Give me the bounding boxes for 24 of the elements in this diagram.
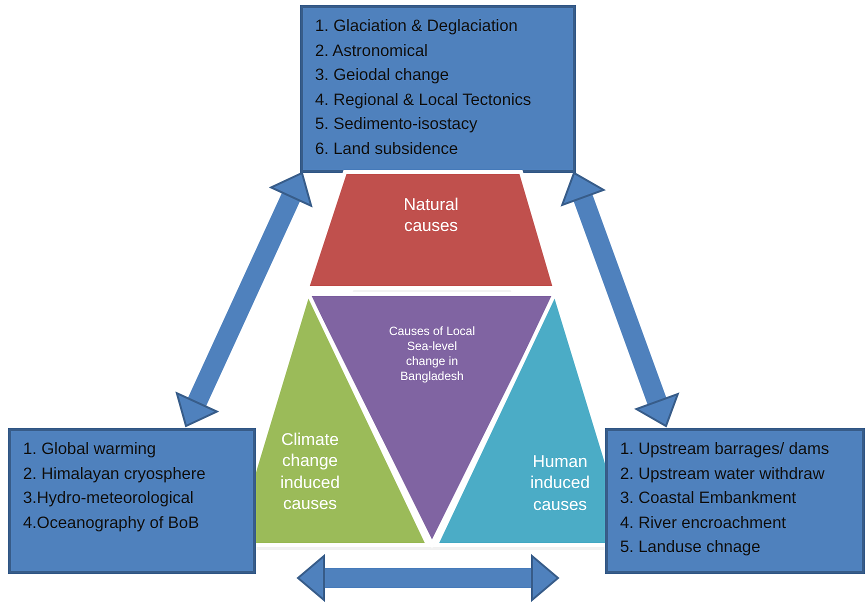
list-item: 5. Sedimento-isostacy — [315, 114, 478, 135]
cause-list-box — [300, 5, 576, 173]
segment-label: Climate change induced causes — [279, 429, 341, 514]
cause-list-box — [605, 428, 865, 574]
list-item: 1. Global warming — [23, 439, 157, 460]
list-item: 2. Upstream water withdraw — [620, 464, 826, 484]
list-item: 3. Geiodal change — [315, 65, 450, 86]
list-item: 2. Himalayan cryosphere — [23, 464, 206, 484]
double-arrow — [297, 555, 559, 601]
list-item: 3. Coastal Embankment — [620, 488, 798, 509]
cause-list-box — [8, 428, 256, 574]
segment-label: Causes of Local Sea-level change in Bangladesh — [388, 324, 476, 384]
list-item: 1. Upstream barrages/ dams — [620, 439, 830, 460]
list-item: 4. Regional & Local Tectonics — [315, 90, 532, 110]
list-item: 5. Landuse chnage — [620, 537, 762, 558]
list-item: 4.Oceanography of BoB — [23, 512, 200, 534]
segment-label: Human induced causes — [529, 451, 591, 515]
list-item: 4. River encroachment — [620, 512, 787, 534]
list-item: 2. Astronomical — [315, 40, 429, 62]
list-item: 3.Hydro-meteorological — [23, 488, 195, 509]
double-arrow — [561, 172, 679, 427]
double-arrow — [176, 172, 312, 427]
list-item: 1. Glaciation & Deglaciation — [315, 16, 519, 37]
list-item: 6. Land subsidence — [315, 138, 460, 160]
